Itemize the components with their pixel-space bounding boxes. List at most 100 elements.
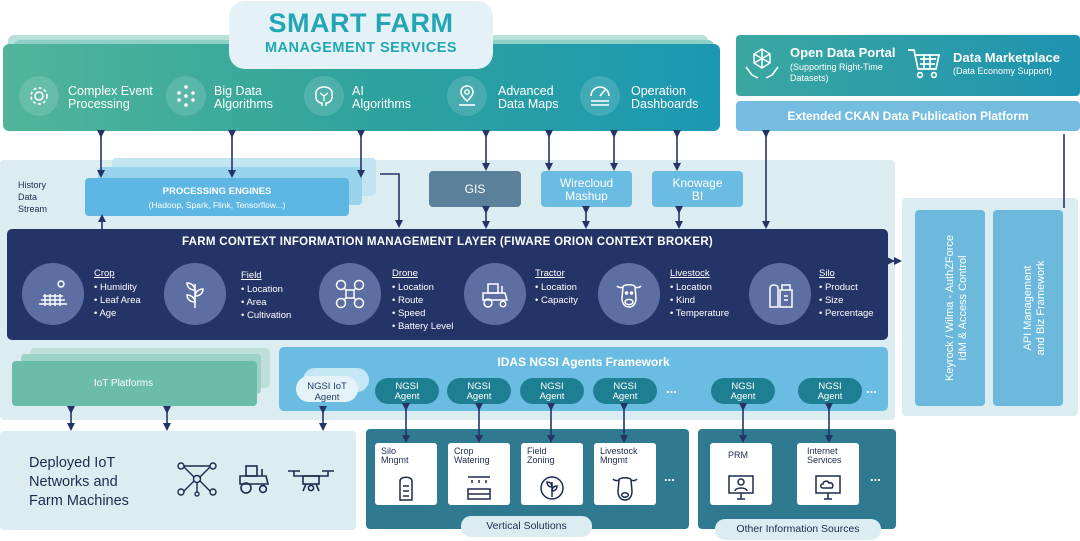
solution-field-zoning[interactable]: Field Zoning <box>521 443 583 505</box>
ngsi-agent-6[interactable] <box>798 378 862 404</box>
source-prm[interactable]: PRM <box>710 443 772 505</box>
wirecloud-label-l1: Wirecloud <box>559 176 614 190</box>
service-complex-event-l1: Complex Event <box>68 84 153 98</box>
entity-field-item: • Area <box>241 297 267 308</box>
open-data-box <box>736 35 1080 96</box>
service-maps-l2: Data Maps <box>498 97 559 111</box>
agents-ellipsis: ... <box>666 381 677 396</box>
ngsi-iot-agent-l2: Agent <box>314 392 340 403</box>
ngsi-agent-2[interactable] <box>447 378 511 404</box>
ngsi-agent-1[interactable] <box>375 378 439 404</box>
deployed-label-l1: Deployed IoT <box>29 455 116 471</box>
field-zoning-icon <box>540 476 564 500</box>
drone-icon <box>319 263 381 325</box>
solution-label: Mngmt <box>381 455 409 465</box>
entity-silo-item: • Percentage <box>819 308 874 319</box>
ngsi-agent-label: NGSI <box>818 381 842 392</box>
open-data-portal-title: Open Data Portal <box>790 45 896 60</box>
ngsi-iot-agent-l1: NGSI IoT <box>307 381 347 392</box>
map-pin-icon <box>447 76 487 116</box>
keyrock-box <box>915 210 985 406</box>
solution-label: Livestock <box>600 446 638 456</box>
solution-label: Field <box>527 446 547 456</box>
cow-icon <box>598 263 660 325</box>
data-marketplace-sub: (Data Economy Support) <box>953 66 1053 76</box>
source-label: Internet <box>807 446 838 456</box>
hands-icon <box>744 45 780 88</box>
service-big-data-l1: Big Data <box>214 84 262 98</box>
service-complex-event-l2: Processing <box>68 97 130 111</box>
wirecloud-box[interactable] <box>541 171 632 207</box>
ngsi-agent-label: NGSI <box>731 381 755 392</box>
ngsi-agent-label: Agent <box>539 391 565 402</box>
other-sources-label-pill <box>715 519 881 540</box>
vertical-solutions-label: Vertical Solutions <box>486 520 567 532</box>
open-data-portal-sub-l1: (Supporting Right-Time <box>790 62 883 72</box>
arrow-processing-broker <box>380 173 403 228</box>
drone-icon <box>286 466 336 501</box>
entity-silo-item: • Product <box>819 282 858 293</box>
deployed-label-l2: Networks and <box>29 474 118 490</box>
silo-icon <box>399 476 413 501</box>
ngsi-iot-agent[interactable] <box>296 376 358 402</box>
solution-silo-mngmt[interactable]: Silo Mngmt <box>375 443 437 505</box>
entity-livestock-item: • Location <box>670 282 712 293</box>
monitor-cloud-icon <box>815 475 841 500</box>
entity-crop-item: • Humidity <box>94 282 137 293</box>
entity-crop-item: • Leaf Area <box>94 295 141 306</box>
history-label-l3: Stream <box>18 204 48 214</box>
iot-platforms-label: IoT Platforms <box>93 378 154 389</box>
entity-livestock-item: • Temperature <box>670 308 730 319</box>
service-big-data-l2: Algorithms <box>214 97 274 111</box>
entity-tractor-title: Tractor <box>535 268 565 279</box>
api-management-box <box>993 210 1063 406</box>
ngsi-agent-label: NGSI <box>467 381 491 392</box>
entity-crop-title: Crop <box>94 268 115 279</box>
entity-drone-item: • Speed <box>392 308 426 319</box>
cow-icon <box>612 477 638 501</box>
knowage-label-l1: Knowage <box>672 176 723 190</box>
vertical-solutions-label-pill <box>461 516 592 537</box>
tractor-icon <box>236 463 272 500</box>
ngsi-agent-label: NGSI <box>540 381 564 392</box>
other-sources-label: Other Information Sources <box>736 523 860 535</box>
ngsi-agent-label: NGSI <box>613 381 637 392</box>
solution-crop-watering[interactable]: Crop Watering <box>448 443 510 505</box>
agents-ellipsis: ... <box>866 381 877 396</box>
knowage-label-l2: BI <box>691 189 704 203</box>
entity-drone-item: • Battery Level <box>392 321 454 332</box>
cart-icon <box>906 45 942 86</box>
entity-drone-item: • Location <box>392 282 434 293</box>
entity-drone-item: • Route <box>392 295 424 306</box>
context-layer-box <box>7 229 888 340</box>
ngsi-agent-label: NGSI <box>395 381 419 392</box>
service-ai-l1: AI <box>352 84 364 98</box>
title-box <box>229 1 493 69</box>
ngsi-agent-label: Agent <box>817 391 843 402</box>
service-dashboards-l1: Operation <box>631 84 686 98</box>
gis-box[interactable] <box>429 171 521 207</box>
solution-label: Crop <box>454 446 474 456</box>
entity-silo-item: • Size <box>819 295 844 306</box>
service-maps-l1: Advanced <box>498 84 554 98</box>
data-marketplace-title: Data Marketplace <box>953 50 1060 65</box>
crop-field-icon <box>22 263 84 325</box>
gear-icon <box>19 76 59 116</box>
entity-tractor-item: • Location <box>535 282 577 293</box>
ngsi-agent-5[interactable] <box>711 378 775 404</box>
source-internet-services[interactable]: Internet Services <box>797 443 859 505</box>
ngsi-agent-3[interactable] <box>520 378 584 404</box>
solution-livestock-mngmt[interactable]: Livestock Mngmt <box>594 443 656 505</box>
entity-field-item: • Cultivation <box>241 310 292 321</box>
ngsi-agent-label: Agent <box>466 391 492 402</box>
history-label-l1: History <box>18 180 47 190</box>
solution-label: Watering <box>454 455 490 465</box>
entity-field-title: Field <box>241 270 262 281</box>
ngsi-agent-4[interactable] <box>593 378 657 404</box>
entity-livestock-title: Livestock <box>670 268 710 279</box>
brain-icon <box>304 76 344 116</box>
knowage-box[interactable] <box>652 171 743 207</box>
service-dashboards-l2: Dashboards <box>631 97 699 111</box>
context-layer-title: FARM CONTEXT INFORMATION MANAGEMENT LAYE… <box>181 236 714 248</box>
